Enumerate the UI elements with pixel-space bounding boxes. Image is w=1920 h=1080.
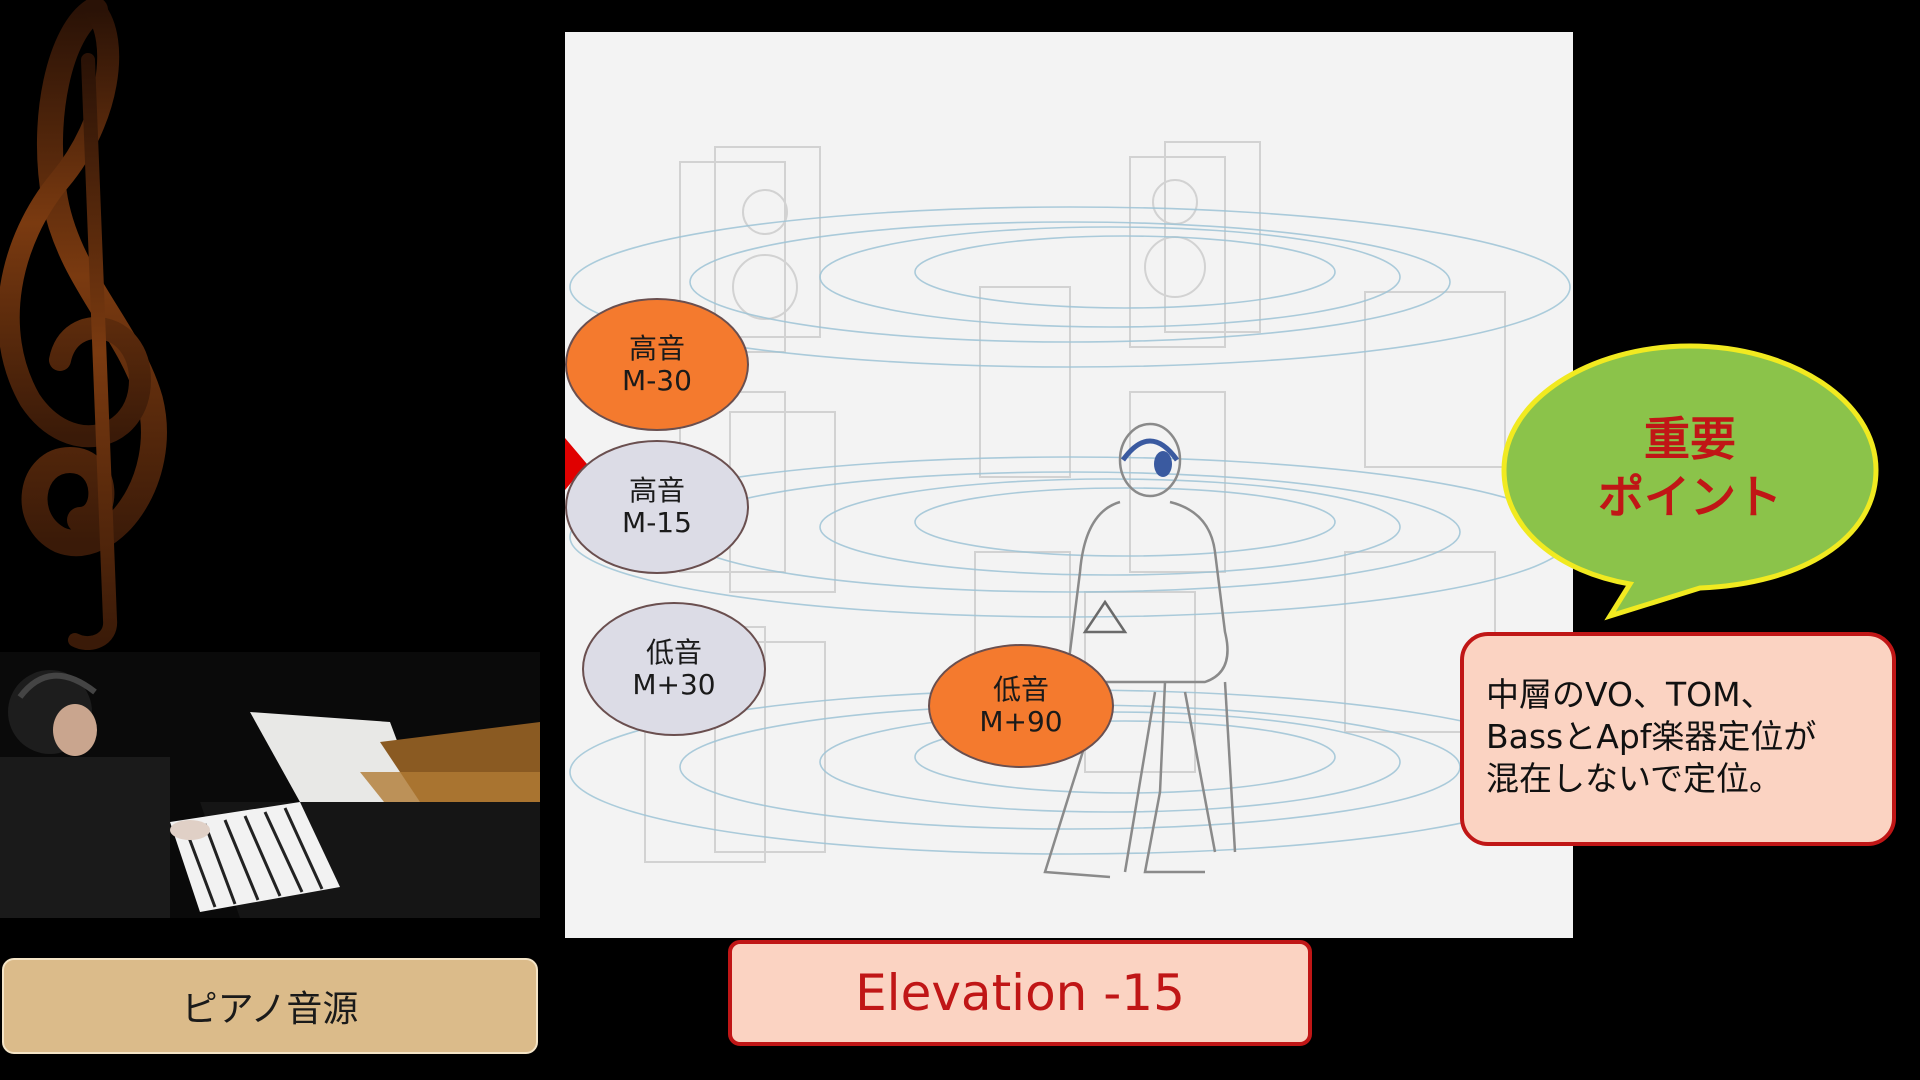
- piano-player-photo: [0, 652, 540, 918]
- elevation-label: Elevation -15: [728, 940, 1312, 1046]
- treble-clef-icon: [0, 0, 167, 650]
- bubble-label: 低音: [992, 673, 1049, 706]
- key-point-line-2: ポイント: [1598, 470, 1782, 524]
- note-line-2: BassとApf楽器定位が: [1486, 717, 1817, 756]
- key-point-callout: 重要 ポイント: [1500, 340, 1880, 640]
- layer-bubble-low-m90: 低音 M+90: [928, 644, 1114, 768]
- bubble-value: M+90: [979, 705, 1063, 738]
- note-line-3: 混在しないで定位。: [1486, 759, 1783, 798]
- bubble-label: 高音: [628, 474, 685, 507]
- bubble-label: 低音: [645, 636, 702, 669]
- key-point-line-1: 重要: [1644, 412, 1736, 466]
- note-box: 中層のVO、TOM、 BassとApf楽器定位が 混在しないで定位。: [1460, 632, 1896, 846]
- source-caption: ピアノ音源: [2, 958, 538, 1054]
- bubble-label: 高音: [628, 331, 685, 365]
- bubble-value: M-30: [622, 363, 692, 397]
- headphones-icon: [1120, 438, 1180, 477]
- bubble-value: M-15: [622, 506, 692, 539]
- layer-bubble-high-m15: 高音 M-15: [565, 440, 749, 574]
- bubble-value: M+30: [632, 668, 716, 701]
- layer-bubble-low-m30: 低音 M+30: [582, 602, 766, 736]
- note-line-1: 中層のVO、TOM、: [1486, 675, 1774, 714]
- layer-bubble-high-m30: 高音 M-30: [565, 298, 749, 431]
- listener-figure: [1043, 422, 1237, 879]
